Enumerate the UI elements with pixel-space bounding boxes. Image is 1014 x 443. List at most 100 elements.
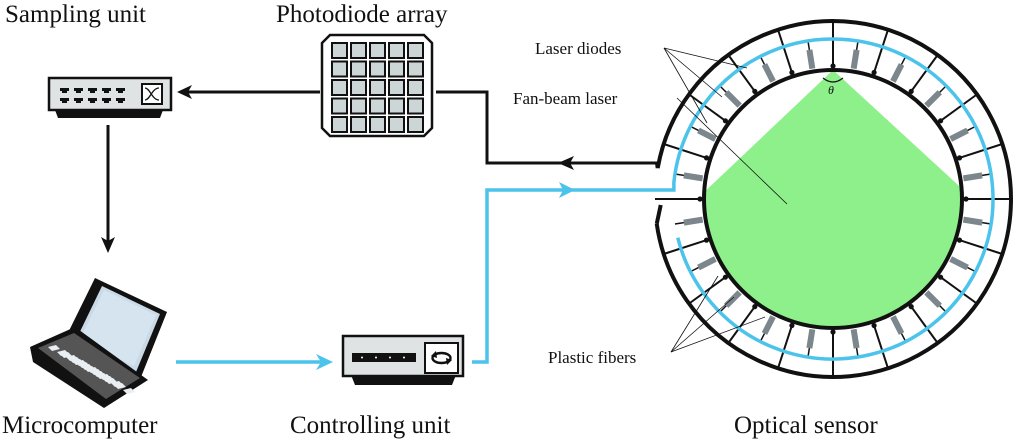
signal-line-from-sensor bbox=[436, 90, 657, 165]
sensor-partition bbox=[937, 93, 978, 124]
port-icon bbox=[88, 88, 97, 93]
fiber-end bbox=[789, 322, 795, 329]
port-icon bbox=[102, 98, 111, 103]
port-icon bbox=[60, 88, 69, 93]
port-icon bbox=[74, 98, 83, 103]
laser-diode bbox=[890, 315, 905, 335]
photodiode-cell bbox=[369, 60, 386, 78]
fan-beam-laser bbox=[704, 70, 962, 328]
label-controlling-unit: Controlling unit bbox=[290, 412, 450, 439]
photodiode-cell bbox=[350, 42, 367, 59]
label-optical-sensor: Optical sensor bbox=[734, 412, 878, 439]
photodiode-cell bbox=[331, 60, 348, 78]
photodiode-cell bbox=[369, 42, 386, 59]
sensor-partition bbox=[908, 303, 939, 344]
sensor-partition bbox=[908, 54, 939, 95]
diode-lead bbox=[674, 221, 684, 225]
label-plastic-fibers: Plastic fibers bbox=[548, 348, 636, 367]
photodiode-cell bbox=[350, 79, 367, 96]
sensor-inner-wall bbox=[702, 68, 964, 330]
sensor-partition bbox=[937, 274, 978, 305]
label-laser-diodes: Laser diodes bbox=[535, 39, 621, 58]
port-icon bbox=[116, 98, 125, 103]
angle-arc bbox=[822, 77, 844, 83]
photodiode-array-device bbox=[320, 33, 434, 138]
photodiode-cell bbox=[407, 60, 424, 78]
control-line-to-sensor bbox=[472, 188, 672, 364]
label-sampling-unit: Sampling unit bbox=[5, 1, 146, 28]
fiber-end bbox=[871, 69, 877, 76]
sensor-partition bbox=[663, 143, 710, 160]
label-fan-beam-laser: Fan-beam laser bbox=[513, 89, 618, 108]
keyboard-key bbox=[75, 360, 87, 366]
photodiode-cell bbox=[407, 116, 424, 133]
fiber-end bbox=[830, 63, 836, 69]
sensor-partition bbox=[777, 322, 794, 369]
laser-diode bbox=[924, 290, 942, 308]
fiber-end bbox=[830, 329, 836, 335]
fiber-end bbox=[956, 155, 963, 161]
fiber-end bbox=[937, 274, 944, 280]
sensor-partition bbox=[872, 322, 889, 369]
photodiode-grid bbox=[331, 42, 424, 133]
fiber-end bbox=[789, 69, 795, 76]
sensor-partition bbox=[663, 238, 710, 255]
sensor-partition bbox=[688, 274, 729, 305]
laser-diode bbox=[683, 172, 704, 182]
photodiode-cell bbox=[369, 79, 386, 96]
fiber-end bbox=[908, 303, 914, 310]
photodiode-cell bbox=[407, 42, 424, 59]
laser-diode bbox=[697, 256, 717, 271]
photodiode-cell bbox=[388, 116, 405, 133]
keyboard-key bbox=[111, 381, 123, 387]
fiber-end bbox=[722, 118, 729, 124]
keyboard-key bbox=[99, 374, 111, 380]
port-icon bbox=[116, 88, 125, 93]
fiber-end bbox=[722, 274, 729, 280]
fiber-end bbox=[703, 155, 710, 161]
laser-diode bbox=[761, 315, 776, 335]
port-icon bbox=[102, 88, 111, 93]
laser-diode bbox=[724, 290, 742, 308]
port-icon bbox=[88, 98, 97, 103]
fiber-end bbox=[752, 88, 758, 95]
laser-diode bbox=[962, 172, 983, 182]
keyboard-key bbox=[87, 367, 99, 373]
port-icon bbox=[60, 98, 69, 103]
port-icon bbox=[74, 88, 83, 93]
keyboard-key bbox=[66, 355, 78, 361]
fiber-end bbox=[703, 237, 710, 243]
keyboard-key bbox=[48, 345, 60, 351]
photodiode-cell bbox=[331, 97, 348, 115]
photodiode-cell bbox=[388, 79, 405, 96]
sampling-unit-device bbox=[47, 76, 173, 118]
photodiode-cell bbox=[350, 116, 367, 133]
sensor-partition bbox=[956, 143, 1003, 160]
photodiode-cell bbox=[388, 97, 405, 115]
fiber-end bbox=[908, 88, 914, 95]
fiber-end bbox=[956, 237, 963, 243]
laser-diode bbox=[683, 216, 704, 226]
keyboard-key bbox=[57, 350, 69, 356]
photodiode-cell bbox=[350, 60, 367, 78]
arrowhead-left-icon bbox=[177, 85, 192, 99]
rotate-icon bbox=[424, 342, 459, 374]
sensor-partition bbox=[727, 303, 758, 344]
sensor-partition bbox=[688, 93, 729, 124]
photodiode-cell bbox=[369, 97, 386, 115]
laptop-icon bbox=[30, 278, 167, 408]
laser-diode bbox=[806, 328, 816, 349]
photodiode-cell bbox=[331, 116, 348, 133]
photodiode-cell bbox=[388, 60, 405, 78]
photodiode-cell bbox=[331, 79, 348, 96]
laser-diode bbox=[850, 328, 860, 349]
fiber-end bbox=[752, 303, 758, 310]
photodiode-cell bbox=[407, 79, 424, 96]
label-microcomputer: Microcomputer bbox=[2, 412, 158, 439]
photodiode-cell bbox=[388, 42, 405, 59]
fiber-end bbox=[937, 118, 944, 124]
arrowhead-right-icon bbox=[316, 354, 333, 370]
photodiode-cell bbox=[369, 116, 386, 133]
laser-diode bbox=[890, 63, 905, 83]
